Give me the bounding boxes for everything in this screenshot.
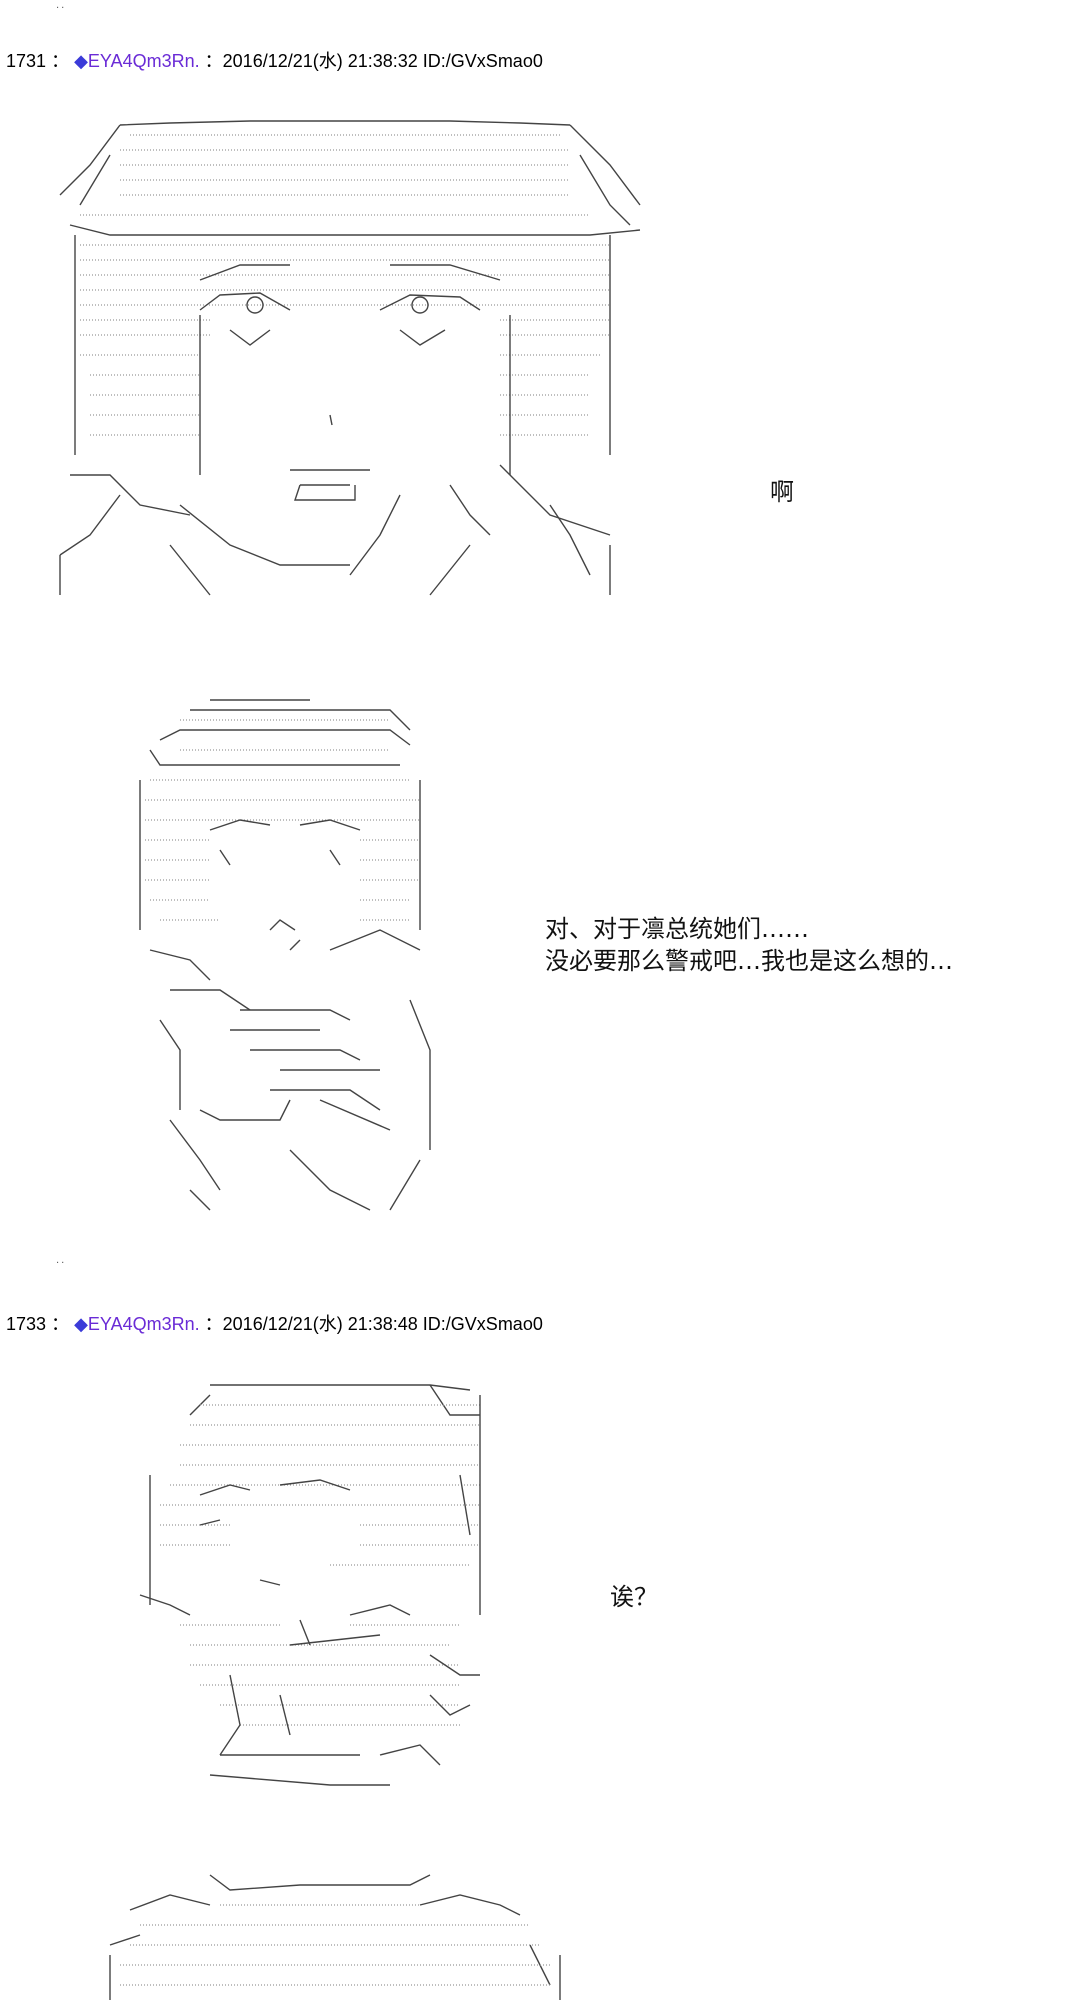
post-separator: ： xyxy=(51,1314,70,1334)
post-meta: ：2016/12/21(水) 21:38:32 ID:/GVxSmao0 xyxy=(204,51,543,71)
post-separator: ： xyxy=(51,51,70,71)
ascii-art-character-worried xyxy=(130,690,460,1230)
post-number[interactable]: 1733 xyxy=(6,1314,47,1334)
post-meta: ：2016/12/21(水) 21:38:48 ID:/GVxSmao0 xyxy=(204,1314,543,1334)
ascii-art-face xyxy=(50,115,650,615)
post-number[interactable]: 1731 xyxy=(6,51,47,71)
post-header-1733: 1733 ： ◆EYA4Qm3Rn. ：2016/12/21(水) 21:38:… xyxy=(6,1313,543,1335)
dialogue-line-3: 诶？ xyxy=(610,1583,658,1611)
separator-dots: .. xyxy=(56,0,67,11)
separator-dots: .. xyxy=(56,1255,67,1266)
diamond-icon: ◆ xyxy=(74,1314,88,1334)
dialogue-line-2a: 对、对于凛总统她们…… xyxy=(545,915,809,943)
dialogue-line-2b: 没必要那么警戒吧…我也是这么想的… xyxy=(545,947,953,975)
ascii-art-character-bottom xyxy=(100,1865,580,2000)
diamond-icon: ◆ xyxy=(74,51,88,71)
poster-name[interactable]: EYA4Qm3Rn. xyxy=(87,51,200,71)
ascii-art-character-surprised xyxy=(130,1375,530,1795)
post-header-1731: 1731 ： ◆EYA4Qm3Rn. ：2016/12/21(水) 21:38:… xyxy=(6,50,543,72)
poster-name[interactable]: EYA4Qm3Rn. xyxy=(87,1314,200,1334)
dialogue-line-1: 啊 xyxy=(770,478,794,506)
